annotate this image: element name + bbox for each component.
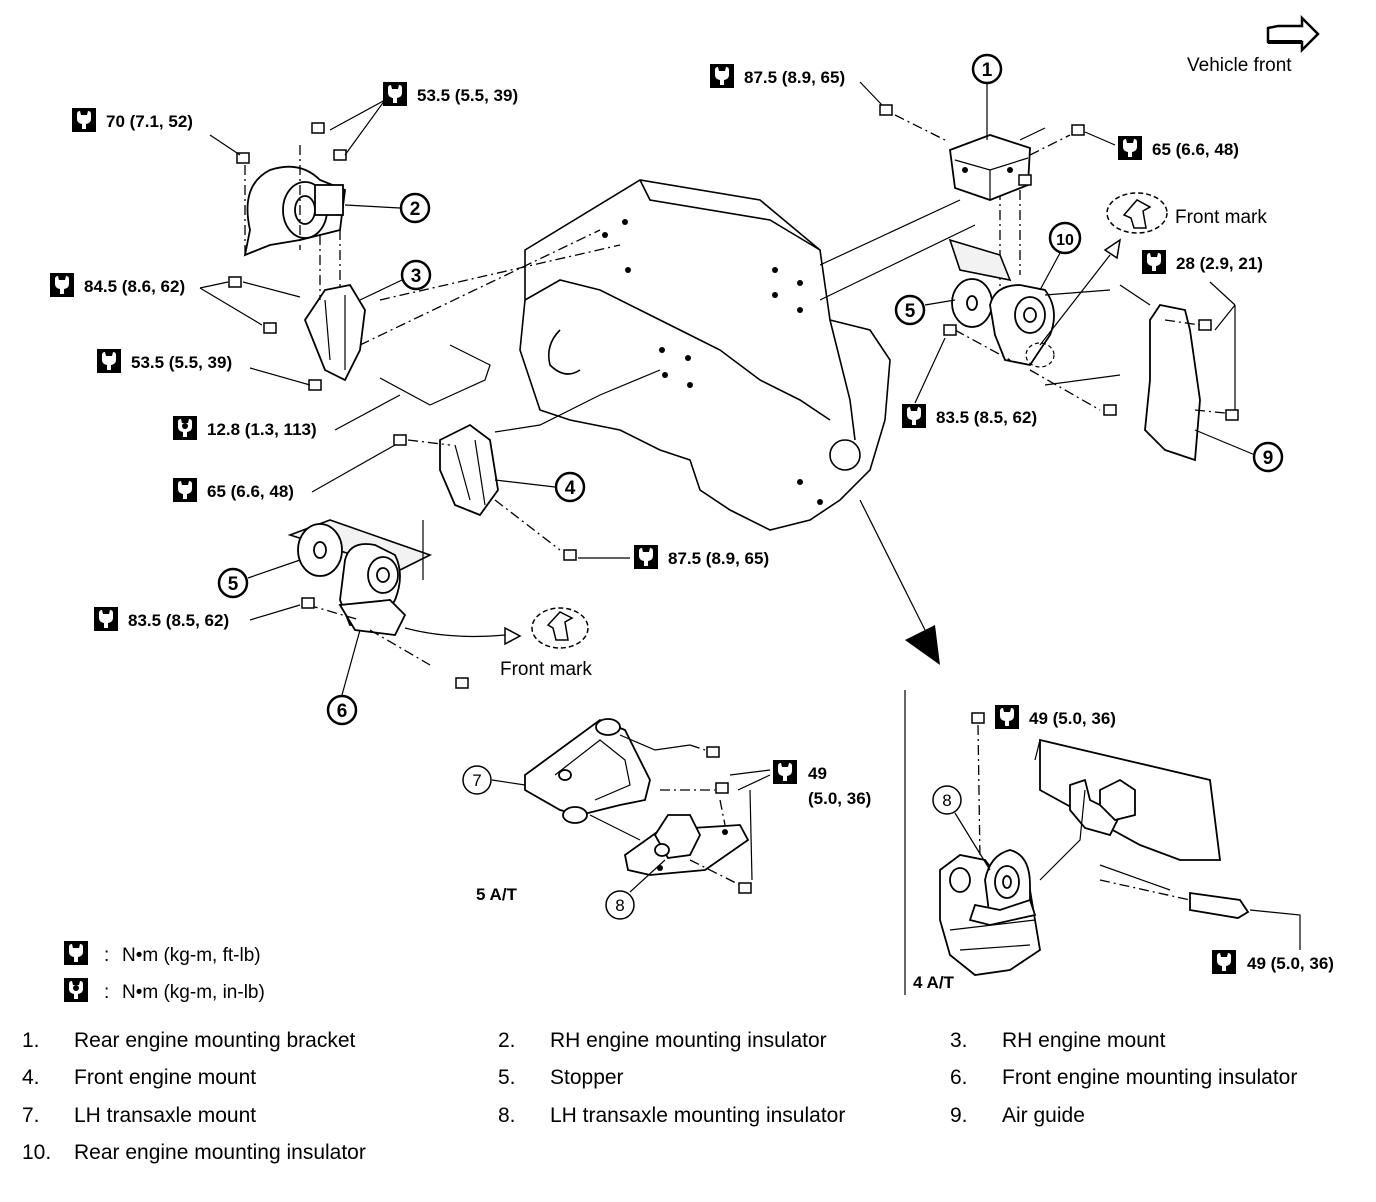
svg-text:8: 8 <box>942 791 951 810</box>
svg-text:53.5 (5.5, 39): 53.5 (5.5, 39) <box>417 86 518 105</box>
svg-text:12.8 (1.3, 113): 12.8 (1.3, 113) <box>207 420 317 439</box>
callout-9: 9 <box>1252 441 1284 473</box>
rear-mounting-insulator <box>943 238 1122 416</box>
torque-t12: 83.5 (8.5, 62) <box>902 404 1037 428</box>
torque-t7: 87.5 (8.9, 65) <box>710 64 845 88</box>
torque-t10: 65 (6.6, 48) <box>1118 136 1239 160</box>
svg-text:87.5 (8.9, 65): 87.5 (8.9, 65) <box>668 549 769 568</box>
front-mounting-insulator <box>287 519 522 689</box>
lh-transaxle-insulator <box>624 769 771 894</box>
torque-t1: 70 (7.1, 52) <box>72 108 193 132</box>
torque-t5: 12.8 (1.3, 113) <box>173 416 317 440</box>
torque-t9: 87.5 (8.9, 65) <box>634 545 769 569</box>
callout-5-right: 5 <box>894 294 926 326</box>
parts-legend: 1.Rear engine mounting bracket 2.RH engi… <box>22 1029 1298 1164</box>
torque-t6: 65 (6.6, 48) <box>173 478 294 502</box>
callout-3: 3 <box>400 259 432 291</box>
rear-mounting-bracket <box>879 104 1085 201</box>
lh-transaxle-mount <box>524 718 729 841</box>
svg-text:84.5 (8.6, 62): 84.5 (8.6, 62) <box>84 277 185 296</box>
svg-text:2: 2 <box>410 199 421 220</box>
engine-block <box>519 179 891 531</box>
callout-7: 7 <box>462 765 492 795</box>
svg-text:28 (2.9, 21): 28 (2.9, 21) <box>1176 254 1263 273</box>
svg-text::: : <box>104 982 109 1003</box>
front-mark-label: Front mark <box>500 659 592 680</box>
callout-6: 6 <box>326 694 358 726</box>
callout-8: 8 <box>605 890 635 920</box>
variant-5at: 5 A/T <box>476 885 518 904</box>
svg-text:(5.0, 36): (5.0, 36) <box>808 789 871 808</box>
torque-t2: 53.5 (5.5, 39) <box>383 82 518 106</box>
svg-text:3: 3 <box>411 266 422 287</box>
svg-text:87.5 (8.9, 65): 87.5 (8.9, 65) <box>744 68 845 87</box>
detail-pointer-arrow <box>859 499 940 665</box>
front-mark-icon-2 <box>1106 192 1168 234</box>
svg-text:49: 49 <box>808 764 827 783</box>
torque-t4: 53.5 (5.5, 39) <box>97 349 232 373</box>
svg-text:53.5 (5.5, 39): 53.5 (5.5, 39) <box>131 353 232 372</box>
torque-t11: 28 (2.9, 21) <box>1142 250 1263 274</box>
rh-engine-mount <box>303 230 431 406</box>
vehicle-front-label: Vehicle front <box>1187 55 1292 76</box>
front-mark-icon <box>531 607 589 649</box>
vehicle-front-arrow-icon <box>1266 14 1320 54</box>
svg-text:49 (5.0, 36): 49 (5.0, 36) <box>1029 709 1116 728</box>
svg-text:1: 1 <box>982 60 993 81</box>
svg-text:8: 8 <box>615 896 624 915</box>
air-guide <box>1119 284 1256 462</box>
variant-4at: 4 A/T <box>913 973 955 992</box>
svg-text:65 (6.6, 48): 65 (6.6, 48) <box>1152 140 1239 159</box>
svg-text:6: 6 <box>337 701 348 722</box>
svg-text:49 (5.0, 36): 49 (5.0, 36) <box>1247 954 1334 973</box>
front-mark-label-2: Front mark <box>1175 207 1267 228</box>
svg-text:70 (7.1, 52): 70 (7.1, 52) <box>106 112 193 131</box>
callout-4: 4 <box>554 471 586 503</box>
svg-text:4: 4 <box>565 478 576 499</box>
torque-t13: 49 (5.0, 36) <box>773 760 871 808</box>
svg-text:83.5 (8.5, 62): 83.5 (8.5, 62) <box>936 408 1037 427</box>
callout-2: 2 <box>399 192 431 224</box>
svg-text:N•m (kg-m, ft-lb): N•m (kg-m, ft-lb) <box>122 945 261 966</box>
torque-t15: 49 (5.0, 36) <box>995 705 1116 729</box>
torque-t3: 84.5 (8.6, 62) <box>50 273 185 297</box>
front-engine-mount <box>393 423 577 561</box>
callout-1: 1 <box>971 53 1003 85</box>
callout-10: 10 <box>1048 221 1082 255</box>
rh-mounting-insulator <box>243 145 346 257</box>
svg-text:N•m (kg-m, in-lb): N•m (kg-m, in-lb) <box>122 982 265 1003</box>
callout-8-detail: 8 <box>932 785 962 815</box>
unit-legend-ftlb: : N•m (kg-m, ft-lb) <box>64 941 261 966</box>
svg-text:9: 9 <box>1263 448 1274 469</box>
svg-text:10: 10 <box>1056 232 1074 249</box>
svg-text:7: 7 <box>472 771 481 790</box>
unit-legend-inlb: : N•m (kg-m, in-lb) <box>64 978 265 1003</box>
svg-text::: : <box>104 945 109 966</box>
svg-text:5: 5 <box>228 574 239 595</box>
svg-text:83.5 (8.5, 62): 83.5 (8.5, 62) <box>128 611 229 630</box>
torque-t16: 49 (5.0, 36) <box>1212 950 1334 974</box>
at4-detail <box>939 712 1301 976</box>
torque-t8: 83.5 (8.5, 62) <box>94 607 229 631</box>
engine-mount-diagram: Vehicle front <box>50 14 1334 1003</box>
svg-text:5: 5 <box>905 301 916 322</box>
svg-text:65 (6.6, 48): 65 (6.6, 48) <box>207 482 294 501</box>
callout-5: 5 <box>217 567 249 599</box>
